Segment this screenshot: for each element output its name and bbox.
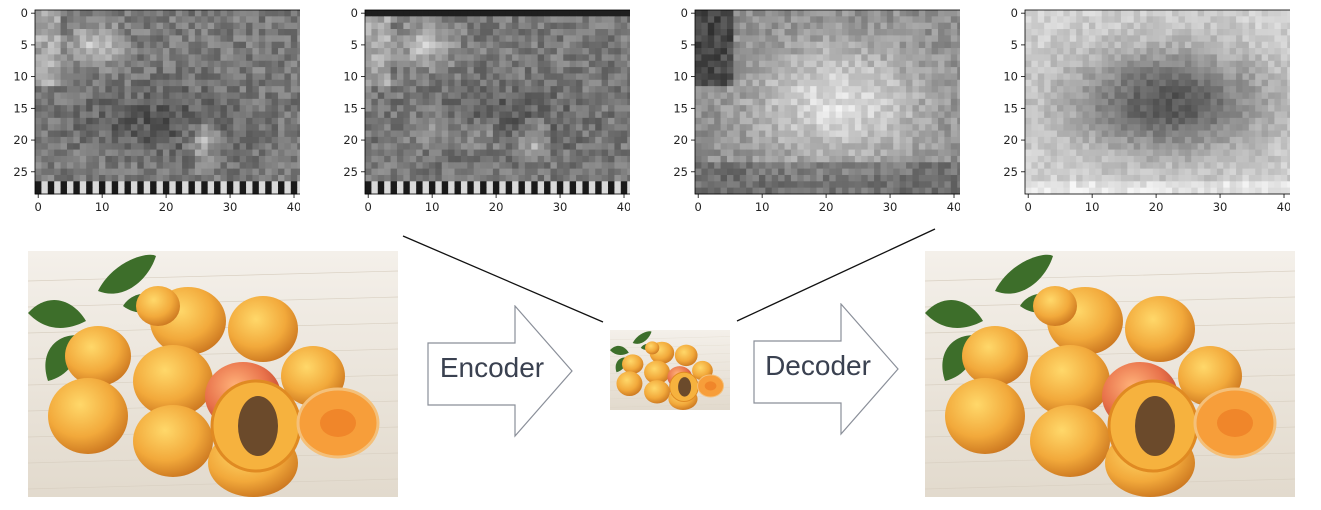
y-tick-label: 25 (13, 165, 28, 179)
heatmap-cells (365, 10, 630, 195)
latent-image (610, 330, 730, 410)
y-tick-label: 5 (1011, 38, 1018, 52)
feature-map-panel-1: 0 10 20 30 40 0 5 10 15 20 25 (0, 0, 300, 225)
x-tick-label: 10 (755, 200, 770, 214)
heatmap-3: 0 10 20 30 40 0 5 10 15 20 25 (673, 6, 960, 214)
y-tick-label: 5 (681, 38, 688, 52)
y-tick-label: 10 (1003, 70, 1018, 84)
y-tick-label: 15 (13, 101, 28, 115)
feature-map-panel-4: 0 10 20 30 40 0 5 10 15 20 25 (990, 0, 1290, 225)
x-tick-label: 30 (883, 200, 898, 214)
decoder-arrow-shape (753, 302, 899, 436)
x-tick-label: 40 (947, 200, 960, 214)
apricot-photo-latent (610, 330, 730, 410)
encoder-arrow-shape (427, 304, 573, 438)
y-tick-label: 0 (681, 6, 688, 20)
apricot-photo-output (925, 251, 1295, 497)
x-tick-label: 0 (695, 200, 702, 214)
y-tick-label: 5 (351, 38, 358, 52)
heatmap-2: 0 10 20 30 40 0 5 10 15 20 25 (343, 6, 630, 214)
x-tick-label: 20 (819, 200, 834, 214)
x-tick-label: 20 (489, 200, 504, 214)
x-tick-label: 40 (287, 200, 300, 214)
x-tick-label: 30 (1213, 200, 1228, 214)
y-tick-label: 25 (673, 165, 688, 179)
y-tick-label: 10 (13, 70, 28, 84)
y-tick-label: 20 (343, 133, 358, 147)
feature-map-panel-2: 0 10 20 30 40 0 5 10 15 20 25 (330, 0, 630, 225)
y-tick-label: 15 (343, 101, 358, 115)
heatmap-4: 0 10 20 30 40 0 5 10 15 20 25 (1003, 6, 1290, 214)
y-tick-label: 10 (343, 70, 358, 84)
y-tick-label: 20 (13, 133, 28, 147)
heatmap-1: 0 10 20 30 40 0 5 10 15 20 25 (13, 6, 300, 214)
feature-map-panel-3: 0 10 20 30 40 0 5 10 15 20 25 (660, 0, 960, 225)
y-tick-label: 20 (1003, 133, 1018, 147)
y-tick-label: 5 (21, 38, 28, 52)
x-tick-label: 40 (617, 200, 630, 214)
x-tick-label: 0 (35, 200, 42, 214)
x-tick-label: 10 (1085, 200, 1100, 214)
y-tick-label: 0 (21, 6, 28, 20)
decoder-arrow: Decoder (753, 302, 901, 436)
x-tick-label: 40 (1277, 200, 1290, 214)
x-tick-label: 30 (223, 200, 238, 214)
heatmap-cells (1025, 10, 1290, 195)
y-tick-label: 15 (1003, 101, 1018, 115)
y-tick-label: 0 (1011, 6, 1018, 20)
y-tick-label: 10 (673, 70, 688, 84)
y-tick-label: 15 (673, 101, 688, 115)
y-tick-label: 25 (1003, 165, 1018, 179)
heatmap-cells (35, 10, 300, 195)
x-tick-label: 10 (95, 200, 110, 214)
x-tick-label: 0 (365, 200, 372, 214)
output-image (925, 251, 1295, 497)
input-image (28, 251, 398, 497)
y-tick-label: 0 (351, 6, 358, 20)
heatmap-cells (695, 10, 960, 195)
x-tick-label: 30 (553, 200, 568, 214)
encoder-arrow: Encoder (427, 304, 575, 438)
x-tick-label: 0 (1025, 200, 1032, 214)
x-tick-label: 10 (425, 200, 440, 214)
x-tick-label: 20 (1149, 200, 1164, 214)
encoder-label: Encoder (439, 352, 545, 383)
y-tick-label: 25 (343, 165, 358, 179)
decoder-label: Decoder (765, 350, 871, 381)
y-tick-label: 20 (673, 133, 688, 147)
x-tick-label: 20 (159, 200, 174, 214)
apricot-photo-input (28, 251, 398, 497)
